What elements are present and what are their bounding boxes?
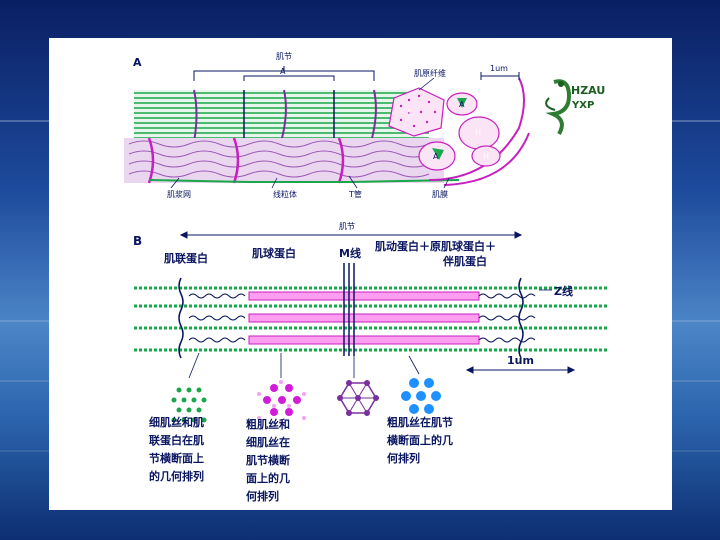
sarcomere-label-a: 肌节 — [276, 52, 292, 61]
m-line — [343, 263, 355, 356]
cross-label-h1: H — [475, 128, 482, 137]
scale-bar-b — [465, 366, 576, 374]
logo-text-top: HZAU — [571, 84, 606, 97]
t-tubule-label: T管 — [349, 190, 362, 199]
cross-section-hexagon — [337, 380, 379, 416]
titin-springs — [188, 293, 536, 343]
leader-lines-b — [188, 352, 420, 379]
sarcoplasmic-reticulum — [124, 137, 460, 184]
cross-sections-a — [388, 87, 501, 171]
nebulin-label: 肌联蛋白 — [164, 252, 208, 265]
caption-thin-line: 细肌丝和肌 — [149, 416, 204, 429]
band-a-label: A — [280, 67, 286, 76]
caption-thin-line: 节横断面上 — [149, 452, 204, 465]
caption-thick-thin-line: 肌节横断 — [246, 454, 290, 467]
caption-thick-thin: 粗肌丝和 细肌丝在 肌节横断 面上的几 何排列 — [246, 416, 290, 506]
cross-label-h2: H — [483, 152, 490, 161]
cross-label-a1: A — [459, 100, 465, 109]
m-line-label: M线 — [339, 247, 361, 260]
caption-thin: 细肌丝和肌 联蛋白在肌 节横断面上 的几何排列 — [149, 414, 204, 486]
sarcomere-label-b: 肌节 — [339, 222, 355, 231]
caption-thick-thin-line: 细肌丝在 — [246, 436, 290, 449]
thin-filaments — [134, 286, 609, 352]
caption-thick: 粗肌丝在肌节 横断面上的几 何排列 — [387, 414, 453, 468]
myofibril-bundle — [134, 89, 429, 143]
sarcoplasmic-reticulum-label: 肌浆网 — [167, 190, 191, 199]
sarcomere-bracket-a — [193, 66, 375, 81]
z-line-label: Z线 — [554, 285, 573, 298]
myofibril-label: 肌原纤维 — [414, 69, 446, 78]
caption-thin-line: 联蛋白在肌 — [149, 434, 204, 447]
thick-filaments — [248, 291, 480, 345]
caption-thick-line: 何排列 — [387, 452, 420, 465]
logo-text-bottom: YXP — [572, 100, 595, 111]
part-b-letter: B — [133, 234, 143, 248]
hzau-logo-icon — [545, 79, 572, 135]
myosin-label: 肌球蛋白 — [252, 247, 296, 260]
caption-thick-thin-line: 面上的几 — [246, 472, 290, 485]
actin-label-line1: 肌动蛋白＋原肌球蛋白＋ — [375, 240, 496, 253]
mitochondria-label: 线粒体 — [273, 190, 297, 199]
caption-thick-line: 横断面上的几 — [387, 434, 453, 447]
caption-thin-line: 的几何排列 — [149, 470, 204, 483]
caption-thick-line: 粗肌丝在肌节 — [387, 416, 453, 429]
actin-label-line2: 伴肌蛋白 — [443, 255, 487, 268]
sarcolemma-label: 肌膜 — [432, 190, 448, 199]
cross-section-thin — [171, 387, 207, 423]
cross-section-thick — [401, 378, 441, 414]
cross-label-i: I — [408, 108, 411, 117]
cross-section-thick-thin — [257, 380, 306, 424]
sarcolemma-membrane — [428, 77, 530, 186]
cross-label-a2: A — [433, 152, 439, 161]
caption-thick-thin-line: 何排列 — [246, 490, 279, 503]
scale-label-b: 1um — [507, 354, 534, 367]
leader-lines-a — [170, 77, 450, 189]
sarcomere-bracket-b — [179, 231, 523, 239]
figure-panel: A 肌节 A 肌原纤维 1um I A H A H 肌浆网 线粒体 T管 肌膜 … — [49, 38, 672, 510]
scale-label-a: 1um — [490, 64, 508, 73]
diagram-canvas — [124, 66, 609, 424]
scale-bar-a — [480, 72, 520, 80]
z-lines — [178, 277, 524, 359]
caption-thick-thin-line: 粗肌丝和 — [246, 418, 290, 431]
part-a-letter: A — [133, 56, 142, 69]
